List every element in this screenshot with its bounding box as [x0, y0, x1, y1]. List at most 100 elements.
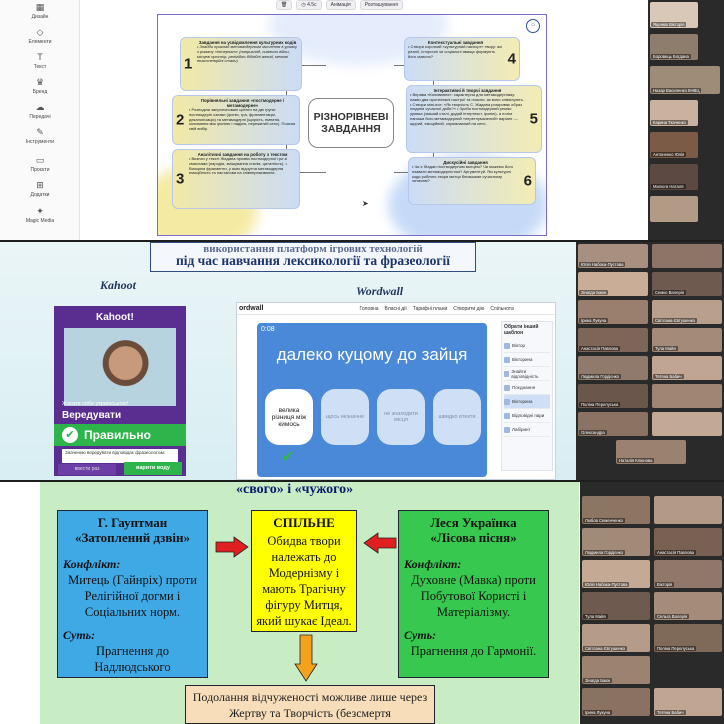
sidebar-item-elements[interactable]: ◇Елементи: [28, 27, 52, 45]
template-item[interactable]: Вікторина: [504, 353, 550, 367]
participant-tile[interactable]: [652, 244, 722, 268]
answer-button-right[interactable]: варити воду: [124, 462, 182, 475]
template-icon: [504, 398, 510, 405]
participant-tile[interactable]: Світлана Євтушенко: [582, 624, 650, 652]
slide-margin: [0, 482, 40, 724]
participant-tile[interactable]: Карина Ткаченко: [650, 100, 698, 126]
participant-tile[interactable]: Анастасія Павлова: [578, 328, 648, 352]
participant-tile[interactable]: Тетяна Бабич: [654, 688, 722, 716]
participant-tile[interactable]: Малюга Наталя: [650, 164, 698, 190]
nav-pricing[interactable]: Тарифні плани: [412, 305, 448, 312]
answer-cloud[interactable]: не знаходити місця: [377, 389, 425, 445]
trash-icon: 🗑: [281, 2, 288, 8]
participant-tile[interactable]: Юлія Набока-Пустова: [578, 244, 648, 268]
nav-my-activities[interactable]: Власні дії: [384, 305, 407, 312]
participant-tile[interactable]: Анастасія Павлова: [654, 528, 722, 556]
template-item[interactable]: Вікторина: [504, 395, 550, 409]
template-item[interactable]: Відповідні пари: [504, 409, 550, 423]
participant-tile[interactable]: Світлана Євтушенко: [652, 300, 722, 324]
duration-button[interactable]: ◷ 4.5с: [296, 0, 322, 10]
participant-tile[interactable]: Людмила Гордієнко: [578, 356, 648, 380]
arrow-left-icon: [363, 532, 397, 554]
panel-comparison-slide: «свого» і «чужого» Г. Гауптман «Затоплен…: [0, 482, 724, 724]
nav-community[interactable]: Спільнота: [490, 305, 514, 312]
participant-tile[interactable]: Сельга Валерія: [654, 592, 722, 620]
participant-tile[interactable]: Боровець Богдана: [650, 34, 698, 60]
position-button[interactable]: Розташування: [359, 0, 403, 10]
tools-icon: ✎: [36, 127, 44, 137]
participant-tile[interactable]: Антоненко Юлія: [650, 132, 698, 158]
divider: [0, 240, 724, 242]
participant-tile[interactable]: Поліна Перелуська: [654, 624, 722, 652]
participant-tile[interactable]: Ірина Лукуна: [582, 688, 650, 716]
participant-tile[interactable]: [650, 196, 698, 222]
phrase: далеко куцому до зайця: [276, 345, 468, 364]
task-card-3[interactable]: 3 Аналітичні завдання на роботу з тексто…: [172, 149, 300, 209]
participant-tile[interactable]: Семко Валерія: [652, 272, 722, 296]
participant-tile[interactable]: Наталія Клюнова: [616, 440, 686, 464]
template-icon: [504, 342, 510, 349]
sidebar-item-apps[interactable]: ⊞Додатки: [30, 180, 50, 198]
sidebar-item-tools[interactable]: ✎Інструменти: [25, 127, 55, 145]
sidebar-item-projects[interactable]: ▭Проєкти: [30, 155, 50, 173]
participant-tile[interactable]: Ірина Лукуна: [578, 300, 648, 324]
arrow-right-icon: [215, 536, 249, 558]
kahoot-photo: [64, 328, 176, 406]
conclusion-box: Подолання відчуженості можливе лише чере…: [185, 685, 435, 724]
task-card-6[interactable]: 6 Дискусійні завдання• Чи є Жадан постмо…: [408, 157, 536, 205]
sidebar-item-brand[interactable]: ♛Бренд: [32, 77, 48, 95]
answer-cloud[interactable]: щось незначне: [321, 389, 369, 445]
uploads-icon: ☁: [35, 102, 45, 112]
template-icon: [504, 426, 510, 433]
right-work-box: Леся Українка «Лісова пісня» Конфлікт: Д…: [398, 510, 549, 678]
template-sidebar: Обрати інший шаблон Віктор Вікторина Зна…: [501, 321, 553, 471]
task-card-2[interactable]: 2 Порівняльні завдання «постмодерне / ме…: [172, 95, 300, 145]
participant-tile[interactable]: [652, 412, 722, 436]
apps-icon: ⊞: [36, 180, 44, 190]
template-item[interactable]: Віктор: [504, 339, 550, 353]
wordwall-screenshot: ordwall Головна Власні дії Тарифні плани…: [236, 302, 556, 480]
participant-tile[interactable]: Зінаїда Баюк: [578, 272, 648, 296]
participant-tile[interactable]: Тула Майя: [582, 592, 650, 620]
answer-button-left[interactable]: ввести раз: [58, 464, 116, 475]
participant-tile[interactable]: Юлія Набока-Пустова: [582, 560, 650, 588]
nav-home[interactable]: Головна: [359, 305, 379, 312]
participant-tile[interactable]: Назар Василенко КНВЦ: [650, 66, 720, 94]
template-item[interactable]: Лабіринт: [504, 423, 550, 437]
institution-logo-icon: ⌂: [526, 19, 540, 33]
delete-button[interactable]: 🗑: [276, 0, 293, 10]
participant-tile[interactable]: Зінаїда Баюк: [582, 656, 650, 684]
kahoot-logo: Kahoot!: [96, 312, 134, 323]
participant-tile[interactable]: Яценюк Вікторія: [650, 2, 698, 28]
template-item[interactable]: Поєднання: [504, 381, 550, 395]
participant-tile[interactable]: Поліна Перелуська: [578, 384, 648, 408]
template-item[interactable]: Знайти відповідність: [504, 367, 550, 381]
nav-create[interactable]: Створити дію: [453, 305, 485, 312]
participant-tile[interactable]: Любов Семенченко: [582, 496, 650, 524]
participant-tile[interactable]: Олександра: [578, 412, 648, 436]
sidebar-item-uploads[interactable]: ☁Передачі: [29, 102, 51, 120]
task-card-4[interactable]: 4 Контекстуальні завдання• Створи коротк…: [404, 37, 520, 81]
participant-tile[interactable]: [652, 384, 722, 408]
sidebar-item-magic-media[interactable]: ✦Magic Media: [25, 206, 55, 224]
task-card-5[interactable]: 5 Інтерактивні й творчі завдання• Вправа…: [406, 85, 542, 153]
task-card-1[interactable]: 1 Завдання на усвідомлення культурних ко…: [180, 37, 302, 91]
participant-tile[interactable]: [654, 496, 722, 524]
elements-icon: ◇: [36, 27, 44, 37]
animation-button[interactable]: Анімація: [325, 0, 356, 10]
slide-tasks[interactable]: ⌂ РІЗНОРІВНЕВІ ЗАВДАННЯ 1 Завдання на ус…: [157, 14, 547, 236]
slide-title: «свого» і «чужого»: [236, 482, 354, 497]
participant-tile[interactable]: Людмила Гордієнко: [582, 528, 650, 556]
participant-tile[interactable]: Вікторія: [654, 560, 722, 588]
participant-tile[interactable]: Тула Майя: [652, 328, 722, 352]
answer-cloud[interactable]: швидко втекти: [433, 389, 481, 445]
participant-tile[interactable]: Тетяна Бабич: [652, 356, 722, 380]
answer-cloud[interactable]: велика різниця між кимось: [265, 389, 313, 445]
text-icon: T: [37, 52, 43, 62]
divider: [0, 480, 724, 482]
slide-title: використання платформ ігрових технологій…: [150, 242, 476, 272]
sidebar-item-design[interactable]: ▦Дизайн: [31, 2, 49, 20]
